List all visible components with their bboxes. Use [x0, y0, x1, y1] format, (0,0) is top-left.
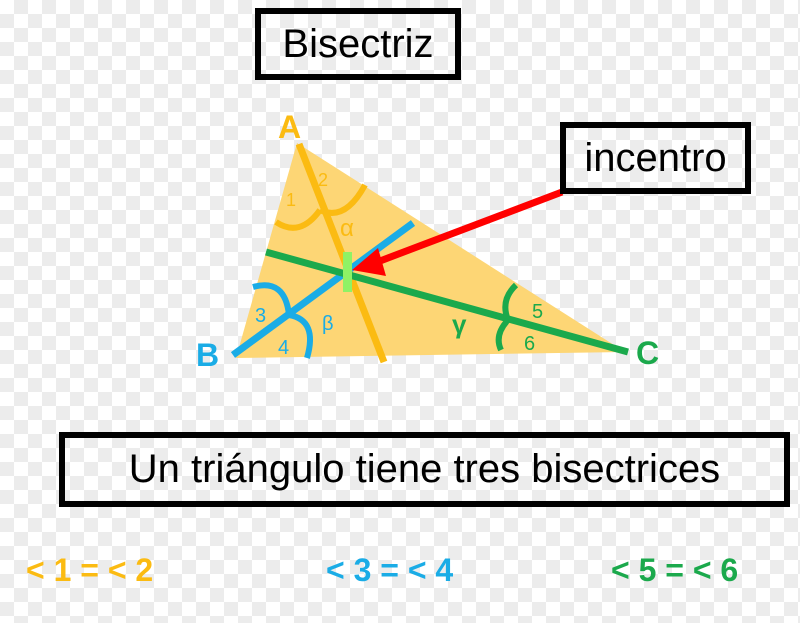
incenter-arrow	[370, 188, 564, 268]
angle-arc-c6	[495, 317, 511, 352]
angle-part-1: 1	[286, 190, 296, 210]
incenter-label-box: incentro	[560, 122, 751, 194]
bisector-b	[230, 220, 416, 358]
angle-part-4: 4	[278, 337, 289, 359]
angle-arc-a1	[274, 208, 323, 231]
bisector-a	[295, 142, 388, 364]
vertex-a-label: A	[278, 109, 301, 145]
title-text: Bisectriz	[282, 21, 434, 66]
vertex-c-label: C	[636, 335, 659, 371]
arrow-head	[352, 248, 386, 276]
angle-beta: β	[322, 313, 334, 335]
angle-part-3: 3	[255, 305, 266, 327]
statement-text: Un triángulo tiene tres bisectrices	[128, 447, 721, 491]
statement-box: Un triángulo tiene tres bisectrices	[59, 432, 790, 507]
incenter-marker	[343, 252, 352, 292]
angle-part-5: 5	[532, 301, 543, 323]
vertex-b-label: B	[196, 337, 219, 373]
triangle	[236, 143, 625, 358]
angle-arc-b4	[288, 312, 313, 359]
angle-part-2: 2	[318, 170, 328, 190]
title-box: Bisectriz	[255, 8, 461, 80]
formula-angle-b: < 3 = < 4	[326, 552, 454, 588]
angle-arc-b3	[252, 282, 292, 316]
bisector-c	[265, 248, 629, 356]
formula-angle-c: < 5 = < 6	[611, 552, 739, 588]
angle-gamma: γ	[452, 309, 467, 339]
incenter-label-text: incentro	[584, 135, 727, 180]
angle-arc-c5	[502, 282, 519, 322]
formula-angle-a: < 1 = < 2	[26, 552, 154, 588]
angle-alpha: α	[340, 215, 354, 242]
angle-part-6: 6	[524, 333, 535, 355]
angle-arc-a2	[318, 183, 368, 216]
